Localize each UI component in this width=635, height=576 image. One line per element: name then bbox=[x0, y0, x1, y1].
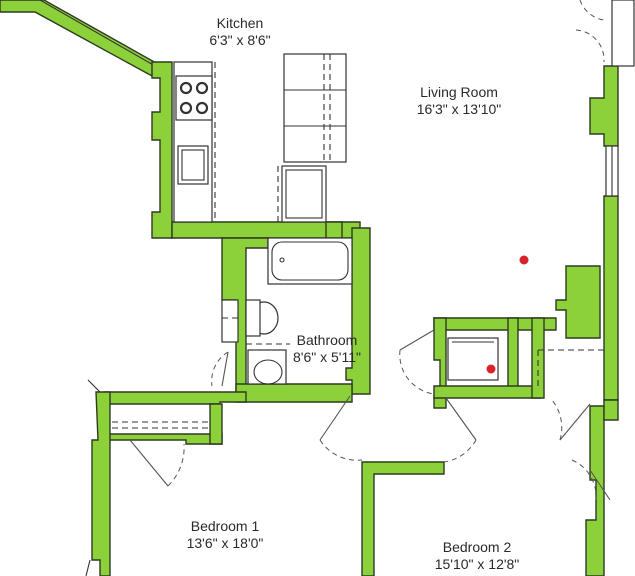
wall-bed1-closet-right bbox=[209, 403, 223, 445]
room-dimensions: 8'6" x 5'11" bbox=[293, 349, 361, 365]
door-corridor bbox=[221, 351, 229, 387]
kitchen-sink-basin bbox=[181, 149, 205, 181]
refrigerator-inner bbox=[285, 169, 323, 219]
window-top-corner bbox=[611, 0, 635, 67]
wall-bed2-top bbox=[361, 461, 445, 576]
room-label-bedroom-1: Bedroom 1 13'6" x 18'0" bbox=[187, 518, 264, 552]
door-swing-bedroom-1 bbox=[167, 443, 185, 487]
toilet-tank bbox=[245, 299, 261, 337]
bathtub-drain-icon bbox=[279, 257, 285, 263]
door-bathroom bbox=[319, 395, 351, 441]
wall-kitchen-left bbox=[151, 61, 173, 239]
kitchen-island bbox=[283, 53, 347, 163]
wall-bed1-closet bbox=[103, 433, 223, 445]
door-closet-left bbox=[399, 329, 435, 351]
room-name: Bedroom 2 bbox=[442, 539, 512, 555]
wall-bed1-left bbox=[91, 391, 111, 576]
room-name: Living Room bbox=[420, 84, 498, 100]
door-swing-bathroom bbox=[319, 439, 363, 461]
room-name: Bathroom bbox=[296, 332, 358, 348]
burner-1-icon bbox=[179, 81, 193, 95]
stove bbox=[175, 75, 213, 121]
room-dimensions: 13'6" x 18'0" bbox=[186, 535, 264, 551]
room-label-kitchen: Kitchen 6'3" x 8'6" bbox=[209, 15, 270, 49]
wall-diagonal-top-left bbox=[0, 0, 167, 77]
door-right-closet-2 bbox=[589, 469, 611, 501]
wall-hall-bottom-left bbox=[103, 391, 247, 405]
bath-sink-basin bbox=[253, 359, 283, 385]
door-bedroom-2 bbox=[445, 397, 477, 441]
burner-2-icon bbox=[195, 81, 209, 95]
door-swing-top-right-2 bbox=[575, 29, 605, 63]
kitchen-sink bbox=[177, 145, 209, 185]
door-right-closet-1 bbox=[559, 403, 591, 441]
wall-closet-right bbox=[531, 317, 545, 399]
wall-living-column bbox=[555, 265, 601, 339]
bathtub bbox=[267, 237, 353, 285]
burner-3-icon bbox=[179, 101, 193, 115]
marker-living-room[interactable] bbox=[519, 255, 529, 265]
refrigerator bbox=[281, 165, 327, 223]
linen-closet bbox=[221, 299, 239, 343]
door-swing-corridor bbox=[211, 351, 229, 387]
burner-4-icon bbox=[195, 101, 209, 115]
room-dimensions: 16'3" x 13'10" bbox=[416, 101, 502, 117]
bed1-left-detail-2 bbox=[85, 559, 91, 576]
room-name: Bedroom 1 bbox=[190, 518, 260, 534]
wall-bath-bottom bbox=[235, 383, 353, 403]
marker-closet[interactable] bbox=[486, 364, 496, 374]
room-label-bathroom: Bathroom 8'6" x 5'11" bbox=[293, 332, 361, 366]
door-swing-bedroom-2 bbox=[443, 439, 477, 463]
wall-bed2-corner bbox=[603, 399, 619, 421]
closet-cabinet bbox=[447, 337, 499, 381]
wall-living-right-top bbox=[589, 65, 619, 147]
door-swing-right-closet-1 bbox=[551, 399, 563, 441]
room-dimensions: 6'3" x 8'6" bbox=[209, 32, 271, 48]
room-dimensions: 15'10" x 12'8" bbox=[434, 556, 520, 572]
wall-closet-bottom bbox=[433, 385, 541, 399]
wall-diagonal-inner-line bbox=[39, 0, 163, 71]
bed1-left-detail bbox=[87, 379, 101, 393]
wall-kitchen-stub bbox=[325, 221, 343, 239]
door-swing-closet-left bbox=[399, 349, 435, 395]
door-swing-top-right bbox=[579, 0, 605, 21]
bathtub-inner bbox=[271, 241, 349, 281]
wall-living-right-mid bbox=[603, 195, 619, 401]
door-bedroom-1 bbox=[129, 439, 169, 487]
room-label-bedroom-2: Bedroom 2 15'10" x 12'8" bbox=[435, 539, 520, 573]
wall-bed2-right bbox=[585, 405, 605, 576]
wall-closet-mid bbox=[507, 317, 519, 393]
room-name: Kitchen bbox=[216, 15, 264, 31]
room-label-living-room: Living Room 16'3" x 13'10" bbox=[417, 84, 502, 118]
